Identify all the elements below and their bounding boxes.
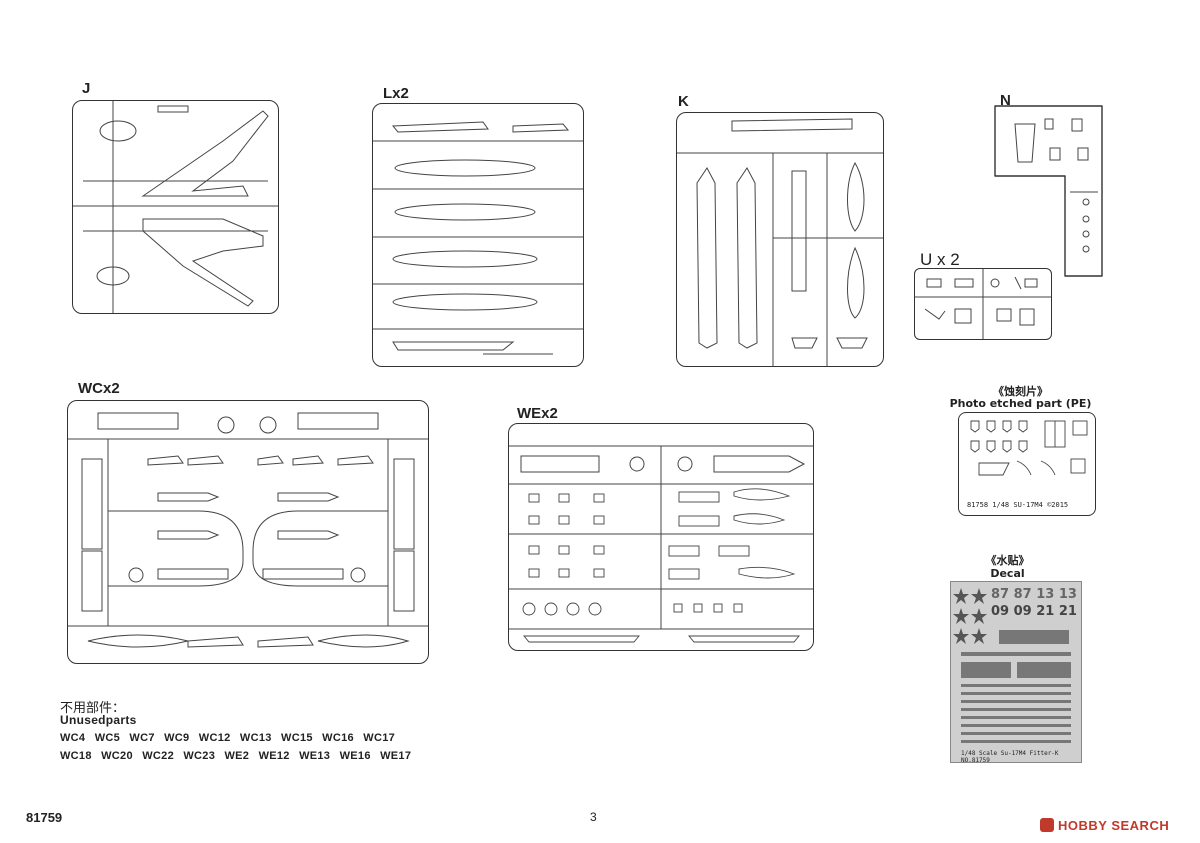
sprue-j-drawing [73, 101, 278, 313]
sprue-we-label: WEx2 [517, 405, 558, 422]
pe-title-en: Photo etched part (PE) [949, 397, 1092, 410]
page-number: 3 [590, 810, 597, 824]
pe-footer: 81758 1/48 SU-17M4 ©2015 [967, 501, 1069, 509]
sprue-l-label: Lx2 [383, 85, 409, 102]
watermark-logo-icon [1040, 818, 1054, 832]
watermark-text: HOBBY SEARCH [1058, 817, 1170, 833]
sprue-l [372, 103, 584, 367]
decal-title-en: Decal [990, 567, 1025, 580]
sprue-n-label: N [1000, 92, 1011, 109]
sprue-u [914, 268, 1052, 340]
unused-title-en: Unusedparts [60, 713, 137, 727]
sprue-u-label: U x 2 [920, 250, 960, 269]
sprue-n-drawing [994, 105, 1103, 277]
pe-title-cn: 《蚀刻片》 [993, 385, 1048, 398]
sprue-k-label: K [678, 93, 689, 110]
sprue-we-drawing [509, 445, 813, 643]
sprue-wc-drawing [68, 412, 428, 648]
unused-title-cn: 不用部件： [60, 701, 126, 716]
pe-fret: 81758 1/48 SU-17M4 ©2015 [958, 412, 1096, 516]
unused-line-2: WC18 WC20 WC22 WC23 WE2 WE12 WE13 WE16 W… [60, 750, 412, 762]
decal-numbers-row1: 87 87 13 13 [991, 587, 1077, 602]
pe-fret-drawing [970, 420, 1088, 476]
sprue-n [990, 104, 1110, 280]
decal-sheet: 87 87 13 13 09 09 21 21 1/48 Scale Su-17… [950, 581, 1082, 764]
sprue-wc-label: WCx2 [78, 380, 120, 397]
sprue-wc [67, 400, 429, 664]
decal-sheet-drawing [953, 588, 1071, 743]
kit-number: 81759 [26, 810, 63, 825]
sprue-k [676, 112, 884, 367]
sprue-l-drawing [373, 121, 583, 355]
decal-footer: 1/48 Scale Su-17M4 Fitter-K NO.81759 [961, 750, 1059, 764]
sprue-u-drawing [915, 269, 1051, 339]
unused-line-1: WC4 WC5 WC7 WC9 WC12 WC13 WC15 WC16 WC17 [60, 732, 396, 744]
decal-numbers-row2: 09 09 21 21 [991, 604, 1077, 619]
sprue-j [72, 100, 279, 314]
watermark: HOBBY SEARCH [1040, 815, 1190, 835]
sprue-j-label: J [82, 80, 91, 97]
sprue-we [508, 423, 814, 651]
sprue-k-drawing [677, 118, 883, 366]
decal-title-cn: 《水贴》 [985, 554, 1030, 567]
